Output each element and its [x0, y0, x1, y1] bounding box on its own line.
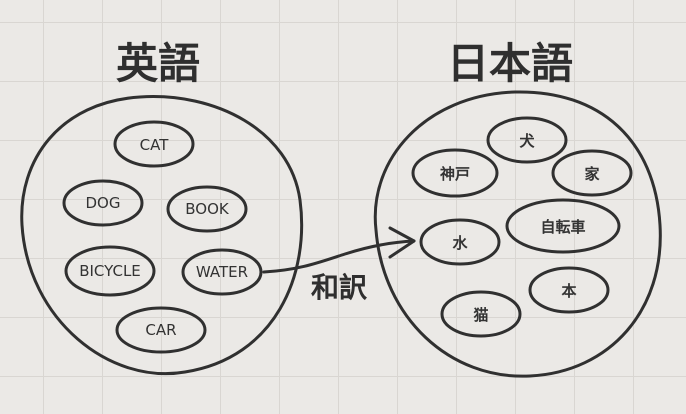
japanese-word-label: 犬	[519, 132, 535, 150]
japanese-word-hon: 本	[528, 266, 610, 314]
english-word-dog: DOG	[62, 179, 144, 227]
word-blob	[419, 218, 501, 266]
word-blob	[113, 120, 195, 168]
english-word-water: WATER	[181, 248, 263, 296]
translation-label: 和訳	[311, 271, 368, 304]
english-word-book: BOOK	[166, 185, 248, 233]
japanese-heading: 日本語	[447, 39, 573, 88]
word-blob	[166, 185, 248, 233]
english-word-label: BICYCLE	[79, 262, 141, 280]
japanese-word-label: 自転車	[540, 218, 585, 236]
japanese-word-label: 本	[561, 282, 576, 300]
japanese-set-outline	[373, 90, 662, 378]
word-blob	[505, 198, 621, 254]
japanese-word-label: 猫	[473, 306, 488, 324]
word-blob	[411, 148, 499, 198]
english-heading: 英語	[116, 39, 200, 88]
japanese-word-kobe: 神戸	[411, 148, 499, 198]
japanese-word-mizu: 水	[419, 218, 501, 266]
english-word-label: BOOK	[185, 200, 230, 218]
word-blob	[64, 245, 156, 297]
word-blob	[528, 266, 610, 314]
word-blob	[62, 179, 144, 227]
english-word-label: CAR	[145, 321, 176, 339]
english-word-car: CAR	[115, 306, 207, 354]
word-blob	[551, 149, 633, 197]
translation-arrow-line	[262, 239, 416, 274]
japanese-word-ie: 家	[551, 149, 633, 197]
japanese-word-label: 水	[452, 234, 468, 252]
english-set-outline	[20, 95, 304, 375]
japanese-word-label: 家	[584, 165, 599, 183]
english-word-bicycle: BICYCLE	[64, 245, 156, 297]
japanese-word-inu: 犬	[486, 116, 568, 164]
word-blob	[440, 290, 522, 338]
word-blob	[486, 116, 568, 164]
english-word-label: DOG	[86, 194, 121, 212]
translation-arrowhead	[388, 226, 416, 259]
japanese-word-jitensha: 自転車	[505, 198, 621, 254]
word-blob	[115, 306, 207, 354]
japanese-word-label: 神戸	[440, 165, 470, 183]
english-word-label: CAT	[140, 136, 170, 154]
word-blob	[181, 248, 263, 296]
english-word-cat: CAT	[113, 120, 195, 168]
japanese-word-neko: 猫	[440, 290, 522, 338]
english-word-label: WATER	[196, 263, 248, 281]
